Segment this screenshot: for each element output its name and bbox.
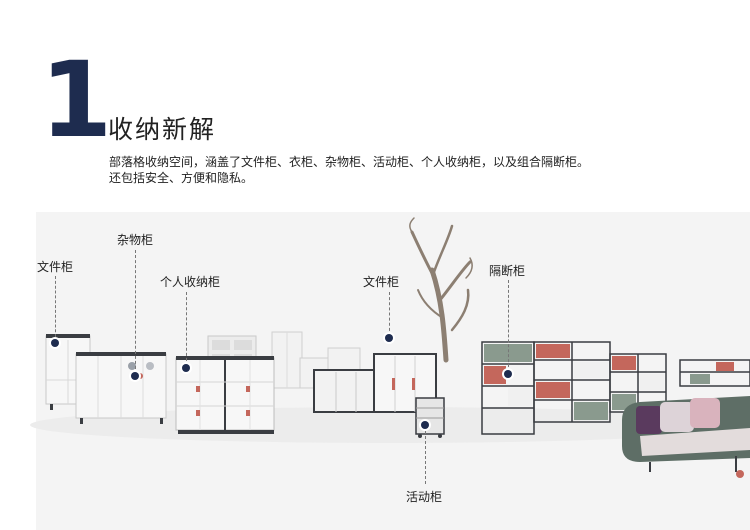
marker-storage-cabinet: [131, 372, 139, 380]
marker-file-cabinet-right: [385, 334, 393, 342]
section-title: 收纳新解: [108, 115, 217, 144]
description-line-1: 部落格收纳空间，涵盖了文件柜、衣柜、杂物柜、活动柜、个人收纳柜，以及组合隔断柜。: [109, 155, 590, 169]
label-mobile-pedestal: 活动柜: [406, 490, 443, 504]
marker-mobile-pedestal: [421, 421, 429, 429]
sofa: [622, 396, 750, 478]
leader-storage-cabinet: [135, 250, 136, 374]
leader-file-cabinet-left: [55, 276, 56, 342]
personal-locker: [175, 356, 275, 434]
marker-partition-cabinet: [504, 370, 512, 378]
marker-personal-locker: [182, 364, 190, 372]
description-line-2: 还包括安全、方便和隐私。: [109, 171, 254, 185]
leader-file-cabinet-right: [389, 292, 390, 336]
label-storage-cabinet: 杂物柜: [117, 233, 154, 247]
label-personal-locker: 个人收纳柜: [160, 275, 221, 289]
decorative-tree: [409, 217, 473, 363]
leader-personal-locker: [186, 292, 187, 366]
section-description: 部落格收纳空间，涵盖了文件柜、衣柜、杂物柜、活动柜、个人收纳柜，以及组合隔断柜。…: [109, 154, 589, 186]
partition-cabinet: [481, 341, 750, 435]
label-file-cabinet-left: 文件柜: [37, 260, 74, 274]
leader-mobile-pedestal: [425, 426, 426, 484]
label-file-cabinet-right: 文件柜: [363, 275, 400, 289]
mobile-pedestal: [415, 397, 445, 438]
leader-partition-cabinet: [508, 280, 509, 372]
marker-file-cabinet-left: [51, 339, 59, 347]
storage-cabinet: [75, 352, 167, 424]
label-partition-cabinet: 隔断柜: [489, 264, 526, 278]
section-number: 1: [40, 39, 113, 161]
